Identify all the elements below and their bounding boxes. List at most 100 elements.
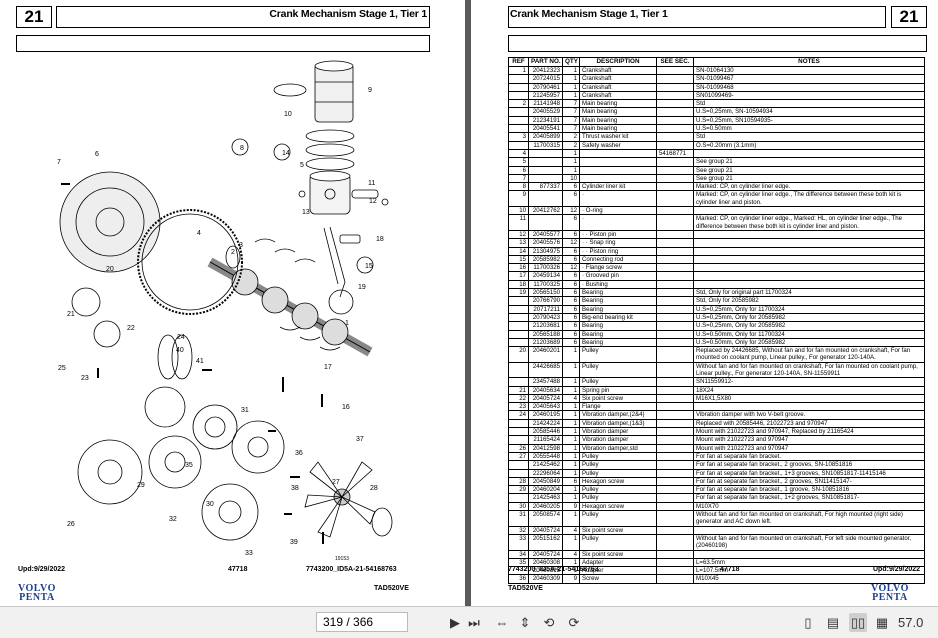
rotate-cw-icon[interactable]: ⟳ bbox=[568, 615, 580, 630]
table-cell bbox=[656, 557, 694, 568]
table-cell: 10 bbox=[508, 206, 529, 216]
table-cell: Std bbox=[693, 132, 925, 142]
table-cell: 3 bbox=[508, 132, 529, 142]
table-cell bbox=[656, 574, 694, 584]
callout-label: 40 bbox=[176, 347, 184, 354]
table-cell: 1 bbox=[562, 165, 580, 175]
table-cell: 29 bbox=[508, 485, 529, 495]
table-cell: Std, Only for 20585982 bbox=[693, 296, 925, 306]
table-cell bbox=[693, 402, 925, 412]
table-cell: See group 21 bbox=[693, 173, 925, 184]
table-cell: 21424224 bbox=[528, 418, 563, 429]
table-cell: Pulley bbox=[579, 493, 657, 503]
table-cell: Crankshaft bbox=[579, 65, 657, 76]
table-cell bbox=[656, 140, 694, 150]
table-cell: 1 bbox=[562, 410, 580, 420]
table-cell: For fan at separate fan bracket., 2 groo… bbox=[693, 460, 925, 470]
table-cell bbox=[656, 361, 694, 379]
table-cell: Flange bbox=[579, 402, 657, 412]
footer-update: Upd:9/29/2022 bbox=[873, 566, 921, 573]
table-cell bbox=[656, 525, 694, 535]
two-page-icon[interactable]: ▯▯ bbox=[849, 613, 867, 632]
table-cell: Pulley bbox=[579, 346, 657, 363]
table-cell: 7 bbox=[562, 107, 580, 117]
footer-doc-id: 7743200_ID5A-21-54168763 bbox=[508, 566, 599, 573]
callout-label: 10 bbox=[284, 111, 292, 118]
callout-label: 31 bbox=[241, 407, 249, 414]
table-cell: Bearing bbox=[579, 321, 657, 331]
table-cell bbox=[656, 124, 694, 134]
last-page-button[interactable]: ⏭ bbox=[468, 615, 480, 630]
fit-width-icon[interactable]: ⇔ bbox=[495, 615, 509, 630]
exploded-parts-diagram: 9108147611121354318152019211721222440412… bbox=[57, 60, 393, 557]
table-cell: · bbox=[579, 190, 657, 208]
page-title: Crank Mechanism Stage 1, Tier 1 bbox=[269, 8, 427, 20]
table-cell: Big-end bearing kit bbox=[579, 312, 657, 323]
grid-view-icon[interactable]: ▦ bbox=[875, 615, 889, 630]
table-cell: Mount with 21022723 and 970947 bbox=[693, 443, 925, 453]
table-cell bbox=[656, 173, 694, 184]
table-cell: For fan at separate fan bracket., 1+3 gr… bbox=[693, 468, 925, 478]
table-cell: 20766790 bbox=[528, 296, 563, 306]
table-cell: SN01099469- bbox=[693, 90, 925, 101]
table-cell: 20405899 bbox=[528, 132, 563, 142]
table-cell bbox=[693, 148, 925, 159]
fit-page-icon[interactable]: ⇕ bbox=[519, 615, 531, 630]
table-cell bbox=[528, 148, 563, 159]
table-cell bbox=[656, 190, 694, 208]
table-cell: Vibration damper with two V-belt groove. bbox=[693, 410, 925, 420]
callout-label: 19 bbox=[358, 284, 366, 291]
rotate-icon[interactable]: ⟲ bbox=[543, 615, 555, 630]
table-cell: 11 bbox=[508, 214, 529, 231]
table-cell: 21245957 bbox=[528, 90, 563, 101]
table-cell: Mount with 21022723 and 970947 bbox=[693, 435, 925, 445]
table-cell: 54168771 bbox=[656, 148, 694, 159]
table-cell: Replaced with 20585446, 21022723 and 970… bbox=[693, 418, 925, 429]
table-cell bbox=[579, 148, 657, 159]
zoom-level[interactable]: 57.0 bbox=[898, 615, 924, 630]
table-cell: 1 bbox=[562, 346, 580, 363]
continuous-page-icon[interactable]: ▤ bbox=[826, 615, 840, 630]
page-number-input[interactable]: 319 / 366 bbox=[316, 612, 408, 632]
table-cell: 20450849 bbox=[528, 476, 563, 487]
table-cell: Bearing bbox=[579, 337, 657, 348]
table-cell bbox=[656, 476, 694, 487]
table-cell: U.S=0,25mm, Only for 11700324 bbox=[693, 304, 925, 314]
table-cell: 1 bbox=[508, 65, 529, 76]
table-cell: Marked: CP, on cylinder liner edge., The… bbox=[693, 190, 925, 208]
table-cell bbox=[656, 501, 694, 512]
callout-label: 20 bbox=[106, 266, 114, 273]
table-cell: 7 bbox=[508, 173, 529, 184]
table-cell: Vibration damper,(2&4) bbox=[579, 410, 657, 420]
table-cell bbox=[656, 549, 694, 559]
table-cell: · Bushing bbox=[579, 279, 657, 290]
table-cell bbox=[656, 182, 694, 192]
callout-label: 32 bbox=[169, 516, 177, 523]
table-cell bbox=[656, 418, 694, 429]
next-page-button[interactable]: ▶ bbox=[450, 615, 460, 630]
callout-label: 3 bbox=[239, 242, 243, 249]
table-cell: 36 bbox=[508, 574, 529, 584]
table-cell: 12 bbox=[508, 229, 529, 240]
table-cell: 34 bbox=[508, 549, 529, 559]
table-cell: 21203681 bbox=[528, 321, 563, 331]
callout-label: 28 bbox=[370, 485, 378, 492]
callout-label: 7 bbox=[57, 159, 61, 166]
table-cell: Crankshaft bbox=[579, 90, 657, 101]
single-page-icon[interactable]: ▯ bbox=[804, 615, 812, 630]
